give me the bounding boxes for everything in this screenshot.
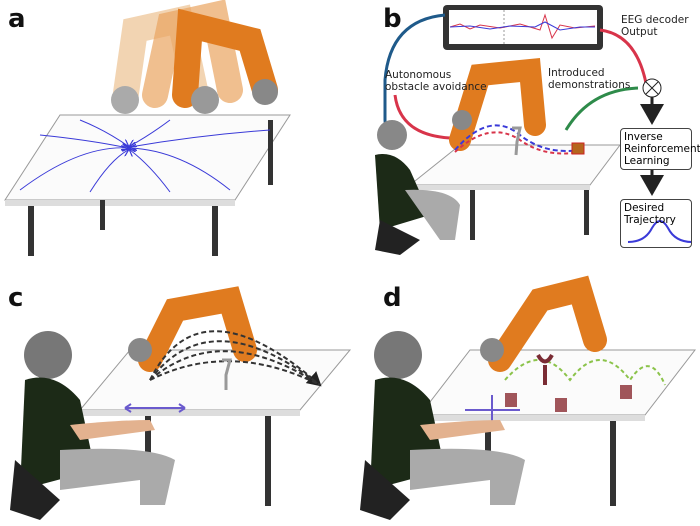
eeg-cap (24, 331, 72, 379)
glass-icon (512, 126, 522, 156)
panel-b-scene (375, 5, 664, 255)
traj-line1: Desired (624, 202, 665, 214)
panel-d-scene (360, 275, 697, 520)
desired-trajectory-box: Desired Trajectory (620, 199, 692, 248)
cube-icon (571, 142, 585, 155)
obstacle-avoidance-label: Autonomous obstacle avoidance (385, 69, 487, 93)
eeg-line2: Output (621, 26, 658, 38)
panel-label-a: a (8, 4, 26, 34)
traj-line2: Trajectory (624, 214, 676, 226)
demonstration-trajectories (149, 330, 322, 387)
irl-line3: Learning (624, 155, 670, 167)
panel-label-c: c (8, 283, 24, 313)
panel-label-b: b (383, 4, 402, 34)
desired-trajectory-curve (627, 220, 693, 243)
demonstrations-label: Introduced demonstrations (548, 67, 630, 91)
panel-c-scene (10, 286, 352, 520)
demo-line2: demonstrations (548, 79, 631, 91)
eeg-cap (377, 120, 407, 150)
eeg-decoder-label: EEG decoder Output (621, 14, 689, 38)
irl-line1: Inverse (624, 131, 663, 143)
vector-field (19, 119, 271, 193)
eeg-line1: EEG decoder (621, 14, 689, 26)
panel-label-d: d (383, 283, 402, 313)
panel-a-scene (4, 0, 291, 256)
irl-box: Inverse Reinforcement Learning (620, 128, 700, 170)
irl-line2: Reinforcement (624, 143, 700, 155)
direction-arrow-icon (465, 395, 520, 425)
avoid-line2: obstacle avoidance (385, 81, 487, 93)
glass-icon (536, 353, 554, 385)
glass-icon (222, 358, 232, 390)
robot-arm-ghosts (112, 0, 278, 113)
eeg-cap (374, 331, 422, 379)
avoid-line1: Autonomous (385, 69, 452, 81)
demo-line1: Introduced (548, 67, 605, 79)
direction-arrow-icon (124, 403, 186, 413)
